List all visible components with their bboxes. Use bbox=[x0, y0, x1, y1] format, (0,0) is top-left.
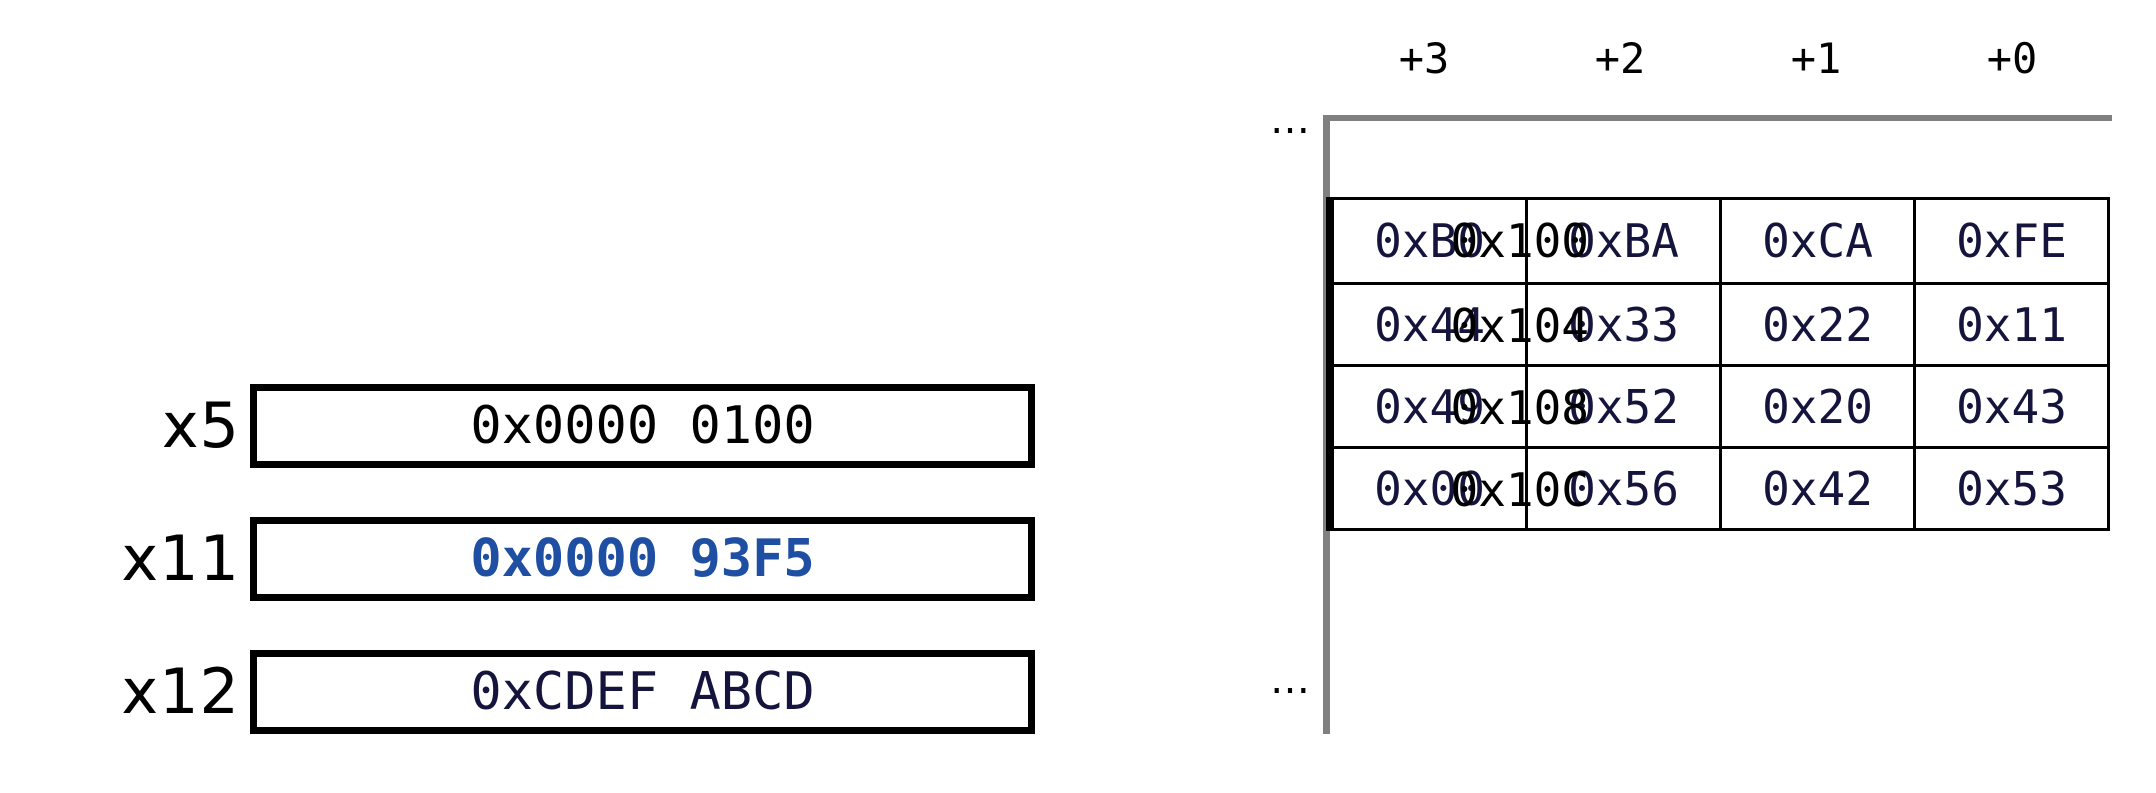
memory-address-0x100: 0x100 bbox=[1450, 214, 1589, 268]
memory-column-headers: +3 +2 +1 +0 bbox=[1326, 28, 2110, 90]
register-box-x5[interactable]: 0x0000 0100 bbox=[250, 384, 1035, 468]
column-header-plus0: +0 bbox=[1986, 34, 2038, 83]
memory-cell[interactable]: 0x49 bbox=[1374, 379, 1485, 434]
register-row: x5 0x0000 0100 bbox=[0, 384, 1060, 468]
register-value-x12: 0xCDEF ABCD bbox=[470, 662, 815, 722]
memory-cell[interactable]: 0x42 bbox=[1719, 449, 1913, 528]
memory-cell[interactable]: 0x00 bbox=[1374, 461, 1485, 516]
memory-cell[interactable]: 0xBA bbox=[1525, 200, 1719, 282]
register-name-x11: x11 bbox=[121, 522, 240, 595]
table-row: 0x100 0xB0 0xBA 0xCA 0xFE bbox=[1334, 200, 2107, 282]
register-box-x12[interactable]: 0xCDEF ABCD bbox=[250, 650, 1035, 734]
memory-ellipsis-above: … bbox=[1270, 97, 1310, 143]
memory-cell[interactable]: 0x52 bbox=[1525, 367, 1719, 446]
column-header-plus2: +2 bbox=[1594, 34, 1646, 83]
register-name-x5: x5 bbox=[161, 389, 240, 462]
register-row: x11 0x0000 93F5 bbox=[0, 517, 1060, 601]
register-box-x11[interactable]: 0x0000 93F5 bbox=[250, 517, 1035, 601]
register-value-x11: 0x0000 93F5 bbox=[470, 529, 815, 589]
memory-cell[interactable]: 0x22 bbox=[1719, 285, 1913, 364]
memory-cell[interactable]: 0x53 bbox=[1913, 449, 2107, 528]
memory-cell[interactable]: 0x44 bbox=[1374, 297, 1485, 352]
memory-cell[interactable]: 0xCA bbox=[1719, 200, 1913, 282]
memory-address-0x10C: 0x10C bbox=[1450, 463, 1589, 517]
table-row: 0x108 0x49 0x52 0x20 0x43 bbox=[1334, 364, 2107, 446]
column-header-plus1: +1 bbox=[1790, 34, 1842, 83]
memory-cell[interactable]: 0x20 bbox=[1719, 367, 1913, 446]
memory-address-0x108: 0x108 bbox=[1450, 381, 1589, 435]
memory-cell-grid: 0x100 0xB0 0xBA 0xCA 0xFE 0x104 0x44 0x3… bbox=[1326, 197, 2110, 531]
memory-cell[interactable]: 0x33 bbox=[1525, 285, 1719, 364]
register-name-x12: x12 bbox=[121, 655, 240, 728]
memory-cell[interactable]: 0xB0 bbox=[1374, 214, 1485, 268]
memory-cell[interactable]: 0x56 bbox=[1525, 449, 1719, 528]
table-row: 0x104 0x44 0x33 0x22 0x11 bbox=[1334, 282, 2107, 364]
memory-cell[interactable]: 0x11 bbox=[1913, 285, 2107, 364]
memory-cell[interactable]: 0x43 bbox=[1913, 367, 2107, 446]
column-header-plus3: +3 bbox=[1398, 34, 1450, 83]
table-row: 0x10C 0x00 0x56 0x42 0x53 bbox=[1334, 446, 2107, 528]
memory-top-rule bbox=[1323, 115, 2112, 121]
register-value-x5: 0x0000 0100 bbox=[470, 396, 815, 456]
memory-table: +3 +2 +1 +0 … … 0x100 0xB0 0xBA 0xCA 0xF… bbox=[1060, 0, 2156, 793]
memory-cell[interactable]: 0xFE bbox=[1913, 200, 2107, 282]
register-row: x12 0xCDEF ABCD bbox=[0, 650, 1060, 734]
register-file: x5 0x0000 0100 x11 0x0000 93F5 x12 0xCDE… bbox=[0, 0, 1060, 793]
memory-address-0x104: 0x104 bbox=[1450, 299, 1589, 353]
memory-ellipsis-below: … bbox=[1270, 657, 1310, 703]
